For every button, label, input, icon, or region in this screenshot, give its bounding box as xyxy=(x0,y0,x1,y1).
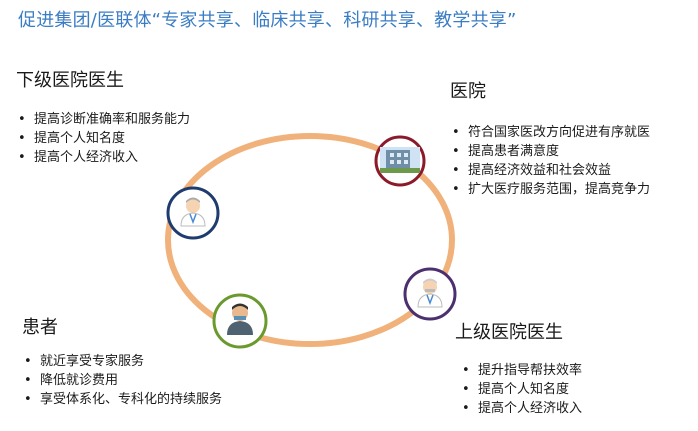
patient-heading: 患者 xyxy=(22,317,58,338)
hospital-building-icon xyxy=(380,147,420,173)
lower-doctor-node xyxy=(166,186,220,240)
upper-doctor-list: 提升指导帮扶效率 提高个人知名度 提高个人经济收入 xyxy=(460,361,582,418)
lower-doctor-heading: 下级医院医生 xyxy=(16,70,124,91)
hospital-node xyxy=(374,135,426,187)
upper-doctor-heading: 上级医院医生 xyxy=(455,322,563,343)
list-item: 提高个人经济收入 xyxy=(16,148,190,167)
list-item: 提高诊断准确率和服务能力 xyxy=(16,110,190,129)
list-item: 就近享受专家服务 xyxy=(22,352,222,371)
list-item: 提高经济效益和社会效益 xyxy=(450,161,650,180)
list-item: 提高个人知名度 xyxy=(460,380,582,399)
patient-icon xyxy=(227,303,253,335)
patient-node xyxy=(212,293,268,349)
hospital-list: 符合国家医改方向促进有序就医 提高患者满意度 提高经济效益和社会效益 扩大医疗服… xyxy=(450,123,650,199)
list-item: 降低就诊费用 xyxy=(22,371,222,390)
upper-doctor-node xyxy=(403,267,457,321)
list-item: 享受体系化、专科化的持续服务 xyxy=(22,390,222,409)
diagram-title: 促进集团/医联体“专家共享、临床共享、科研共享、教学共享” xyxy=(18,10,517,31)
senior-doctor-icon xyxy=(417,278,443,308)
hospital-heading: 医院 xyxy=(450,81,486,102)
list-item: 提高个人经济收入 xyxy=(460,399,582,418)
patient-list: 就近享受专家服务 降低就诊费用 享受体系化、专科化的持续服务 xyxy=(22,352,222,409)
list-item: 提升指导帮扶效率 xyxy=(460,361,582,380)
list-item: 扩大医疗服务范围，提高竞争力 xyxy=(450,180,650,199)
list-item: 符合国家医改方向促进有序就医 xyxy=(450,123,650,142)
list-item: 提高个人知名度 xyxy=(16,129,190,148)
doctor-icon xyxy=(180,197,206,227)
list-item: 提高患者满意度 xyxy=(450,142,650,161)
cycle-ring xyxy=(165,133,455,347)
lower-doctor-list: 提高诊断准确率和服务能力 提高个人知名度 提高个人经济收入 xyxy=(16,110,190,167)
